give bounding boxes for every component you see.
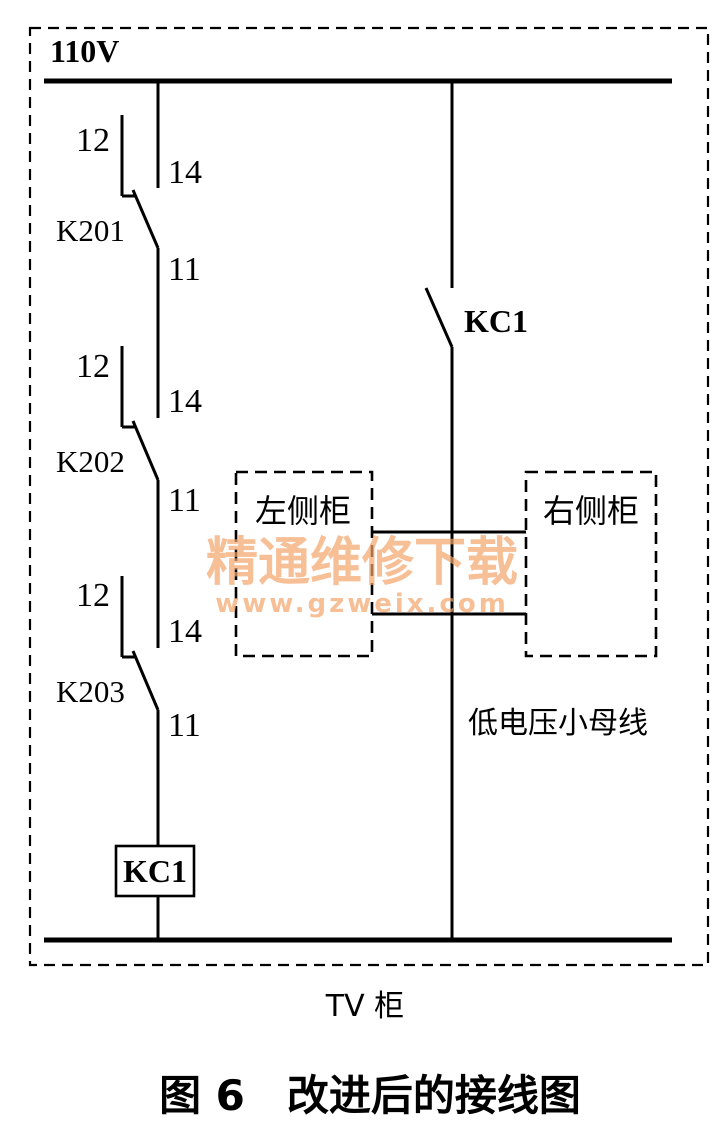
tv-cabinet-boundary: [28, 26, 710, 967]
contact-label: KC1: [464, 303, 528, 339]
contact-name: K203: [56, 674, 125, 709]
pin-11: 11: [168, 707, 201, 744]
figure-caption: 图 6 改进后的接线图: [159, 1071, 581, 1120]
contact-k202: 12 14 K202 11: [56, 346, 202, 648]
blade: [131, 420, 160, 481]
contact-name: K201: [56, 213, 125, 248]
watermark-url: www.gzweix.com: [215, 589, 509, 619]
pin-11: 11: [168, 251, 201, 288]
pin-14: 14: [168, 613, 202, 650]
pin-12: 12: [76, 348, 110, 385]
relay-coil-kc1: KC1: [114, 844, 196, 940]
blade: [424, 287, 454, 348]
cabinet-label: TV 柜: [325, 989, 404, 1024]
contact-k201: 12 14 K201 11: [56, 81, 202, 418]
right-cabinet-label: 右侧柜: [543, 492, 639, 530]
bus-label: 低电压小母线: [468, 706, 648, 741]
left-cabinet: [234, 470, 374, 658]
pin-11: 11: [168, 482, 201, 519]
contact-name: K202: [56, 444, 125, 479]
coil-box: [114, 844, 196, 898]
blade: [131, 189, 160, 249]
coil-label: KC1: [123, 853, 187, 889]
watermark-title: 精通维修下载: [206, 533, 518, 593]
contact-k203: 12 14 K203 11: [56, 576, 202, 850]
supply-label: 110V: [50, 33, 119, 69]
pin-14: 14: [168, 383, 202, 420]
left-cabinet-label: 左侧柜: [255, 492, 351, 530]
pin-14: 14: [168, 154, 202, 191]
relay-contact-kc1: KC1: [424, 81, 528, 940]
right-cabinet: [524, 470, 658, 658]
pin-12: 12: [76, 577, 110, 614]
blade: [131, 650, 160, 711]
pin-12: 12: [76, 122, 110, 159]
